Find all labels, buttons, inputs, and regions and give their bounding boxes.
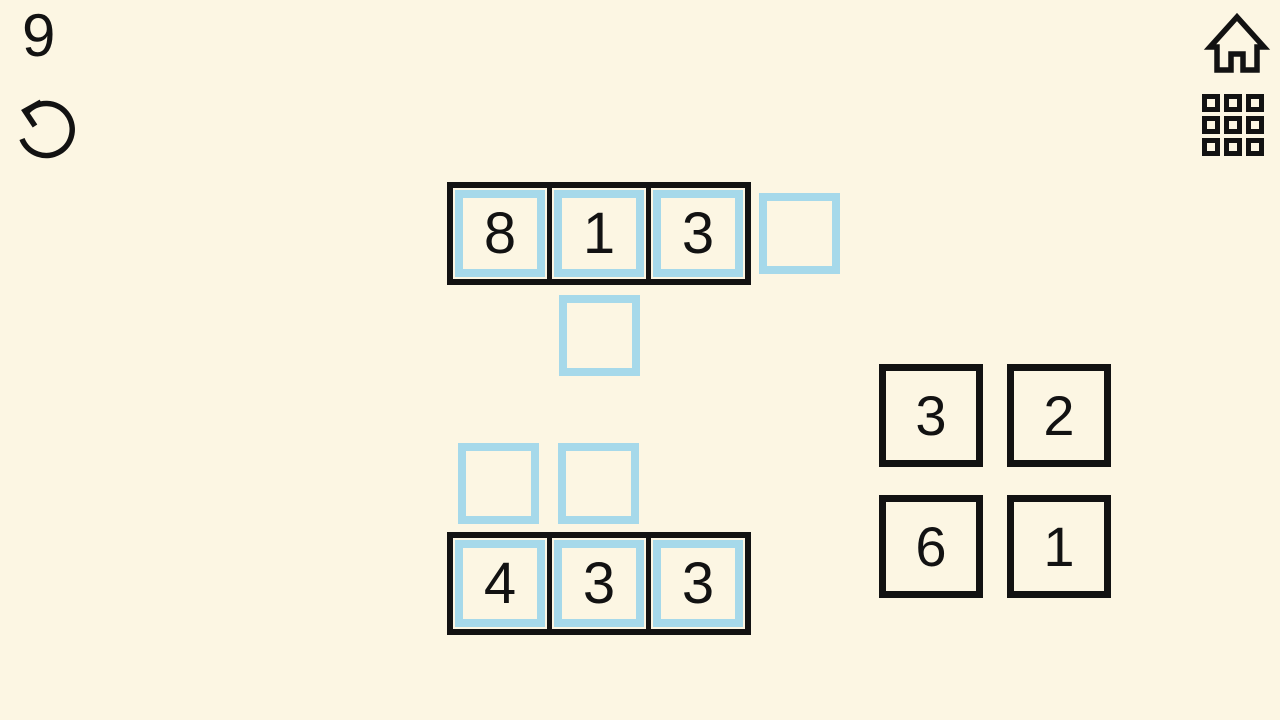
tray-tile[interactable]: 3 bbox=[879, 364, 983, 467]
tile-value: 8 bbox=[483, 200, 517, 266]
tile-value: 1 bbox=[582, 200, 616, 266]
levels-grid-icon bbox=[1224, 94, 1242, 112]
placed-tile[interactable]: 3 bbox=[554, 540, 644, 627]
tile-cell: 3 bbox=[646, 188, 745, 279]
tile-value: 3 bbox=[582, 550, 616, 616]
tray-tile[interactable]: 1 bbox=[1007, 495, 1111, 598]
tile-value: 3 bbox=[681, 550, 715, 616]
empty-slot[interactable] bbox=[458, 443, 539, 524]
tile-cell: 4 bbox=[453, 538, 547, 629]
tile-value: 2 bbox=[1043, 383, 1075, 447]
placed-tile[interactable]: 8 bbox=[455, 190, 545, 277]
levels-grid-icon bbox=[1246, 138, 1264, 156]
tile-cell: 3 bbox=[646, 538, 745, 629]
undo-icon bbox=[12, 93, 80, 161]
levels-grid-icon bbox=[1246, 116, 1264, 134]
tray-tile[interactable]: 6 bbox=[879, 495, 983, 598]
tile-value: 4 bbox=[483, 550, 517, 616]
levels-grid-icon bbox=[1202, 94, 1220, 112]
bottom-tile-row: 4 3 3 bbox=[447, 532, 751, 635]
top-tile-row: 8 1 3 bbox=[447, 182, 751, 285]
tile-value: 3 bbox=[915, 383, 947, 447]
empty-slot[interactable] bbox=[558, 443, 639, 524]
placed-tile[interactable]: 3 bbox=[653, 540, 743, 627]
home-button[interactable] bbox=[1200, 9, 1274, 77]
counter-label: 9 bbox=[22, 1, 56, 69]
levels-grid-icon bbox=[1224, 138, 1242, 156]
empty-slot[interactable] bbox=[759, 193, 840, 274]
levels-grid-icon bbox=[1202, 116, 1220, 134]
tray-tile[interactable]: 2 bbox=[1007, 364, 1111, 467]
levels-grid-icon bbox=[1202, 138, 1220, 156]
levels-button[interactable] bbox=[1202, 94, 1264, 156]
empty-slot[interactable] bbox=[559, 295, 640, 376]
levels-grid-icon bbox=[1246, 94, 1264, 112]
placed-tile[interactable]: 4 bbox=[455, 540, 545, 627]
undo-button[interactable] bbox=[12, 93, 80, 161]
tile-cell: 8 bbox=[453, 188, 547, 279]
tile-value: 1 bbox=[1043, 514, 1075, 578]
home-icon bbox=[1200, 9, 1274, 77]
levels-grid-icon bbox=[1224, 116, 1242, 134]
placed-tile[interactable]: 1 bbox=[554, 190, 644, 277]
tile-cell: 3 bbox=[547, 538, 646, 629]
tile-value: 3 bbox=[681, 200, 715, 266]
tile-cell: 1 bbox=[547, 188, 646, 279]
tile-value: 6 bbox=[915, 514, 947, 578]
placed-tile[interactable]: 3 bbox=[653, 190, 743, 277]
